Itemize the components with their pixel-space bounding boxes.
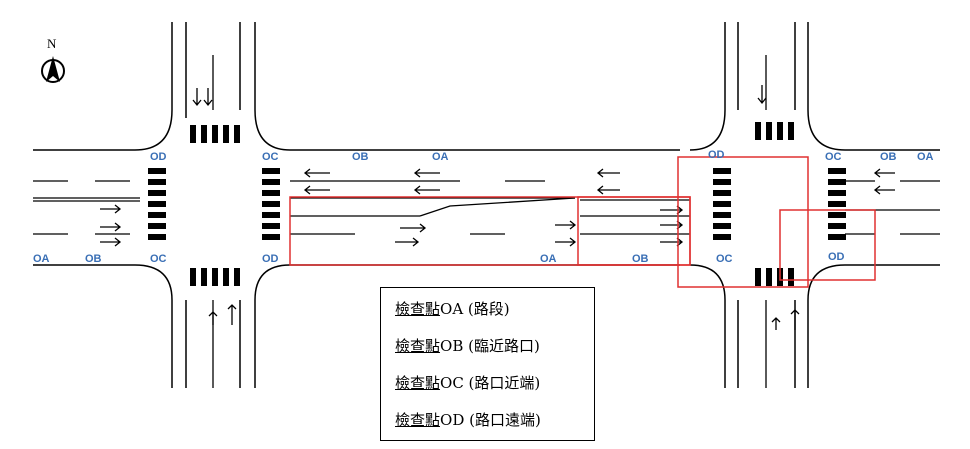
label-west-od-bottom: OD: [262, 253, 279, 265]
legend-text: OB (臨近路口): [440, 337, 540, 355]
label-mid-oa-bottom: OA: [540, 253, 557, 265]
label-east-ob: OB: [880, 151, 897, 163]
legend-prefix: 檢查點: [395, 300, 441, 318]
label-east-od-top: OD: [708, 149, 725, 161]
legend-item: 檢查點OA (路段): [395, 294, 594, 331]
legend-item: 檢查點OD (路口遠端): [395, 405, 594, 442]
label-east-oa: OA: [917, 151, 934, 163]
label-west-ob: OB: [85, 253, 102, 265]
legend-prefix: 檢查點: [395, 337, 441, 355]
legend-text: OD (路口遠端): [440, 411, 541, 429]
label-west-oc-top: OC: [262, 151, 279, 163]
label-east-od-bottom: OD: [828, 251, 845, 263]
legend-item: 檢查點OC (路口近端): [395, 368, 594, 405]
label-west-oc-bottom: OC: [150, 253, 167, 265]
crosswalks: [148, 122, 846, 286]
legend-text: OA (路段): [440, 300, 510, 318]
label-mid-ob-bottom: OB: [632, 253, 649, 265]
label-mid-ob-top: OB: [352, 151, 369, 163]
legend-prefix: 檢查點: [395, 411, 441, 429]
label-east-oc-bottom: OC: [716, 253, 733, 265]
compass-icon: N: [41, 36, 65, 83]
road-edges: [33, 22, 940, 388]
legend-prefix: 檢查點: [395, 374, 441, 392]
legend-text: OC (路口近端): [440, 374, 541, 392]
legend-box: 檢查點OA (路段) 檢查點OB (臨近路口) 檢查點OC (路口近端) 檢查點…: [380, 287, 595, 441]
label-west-oa: OA: [33, 253, 50, 265]
label-mid-oa-top: OA: [432, 151, 449, 163]
label-west-od: OD: [150, 151, 167, 163]
label-east-oc-top: OC: [825, 151, 842, 163]
north-label: N: [47, 36, 57, 51]
checkpoint-highlights: [289, 156, 876, 288]
legend-item: 檢查點OB (臨近路口): [395, 331, 594, 368]
